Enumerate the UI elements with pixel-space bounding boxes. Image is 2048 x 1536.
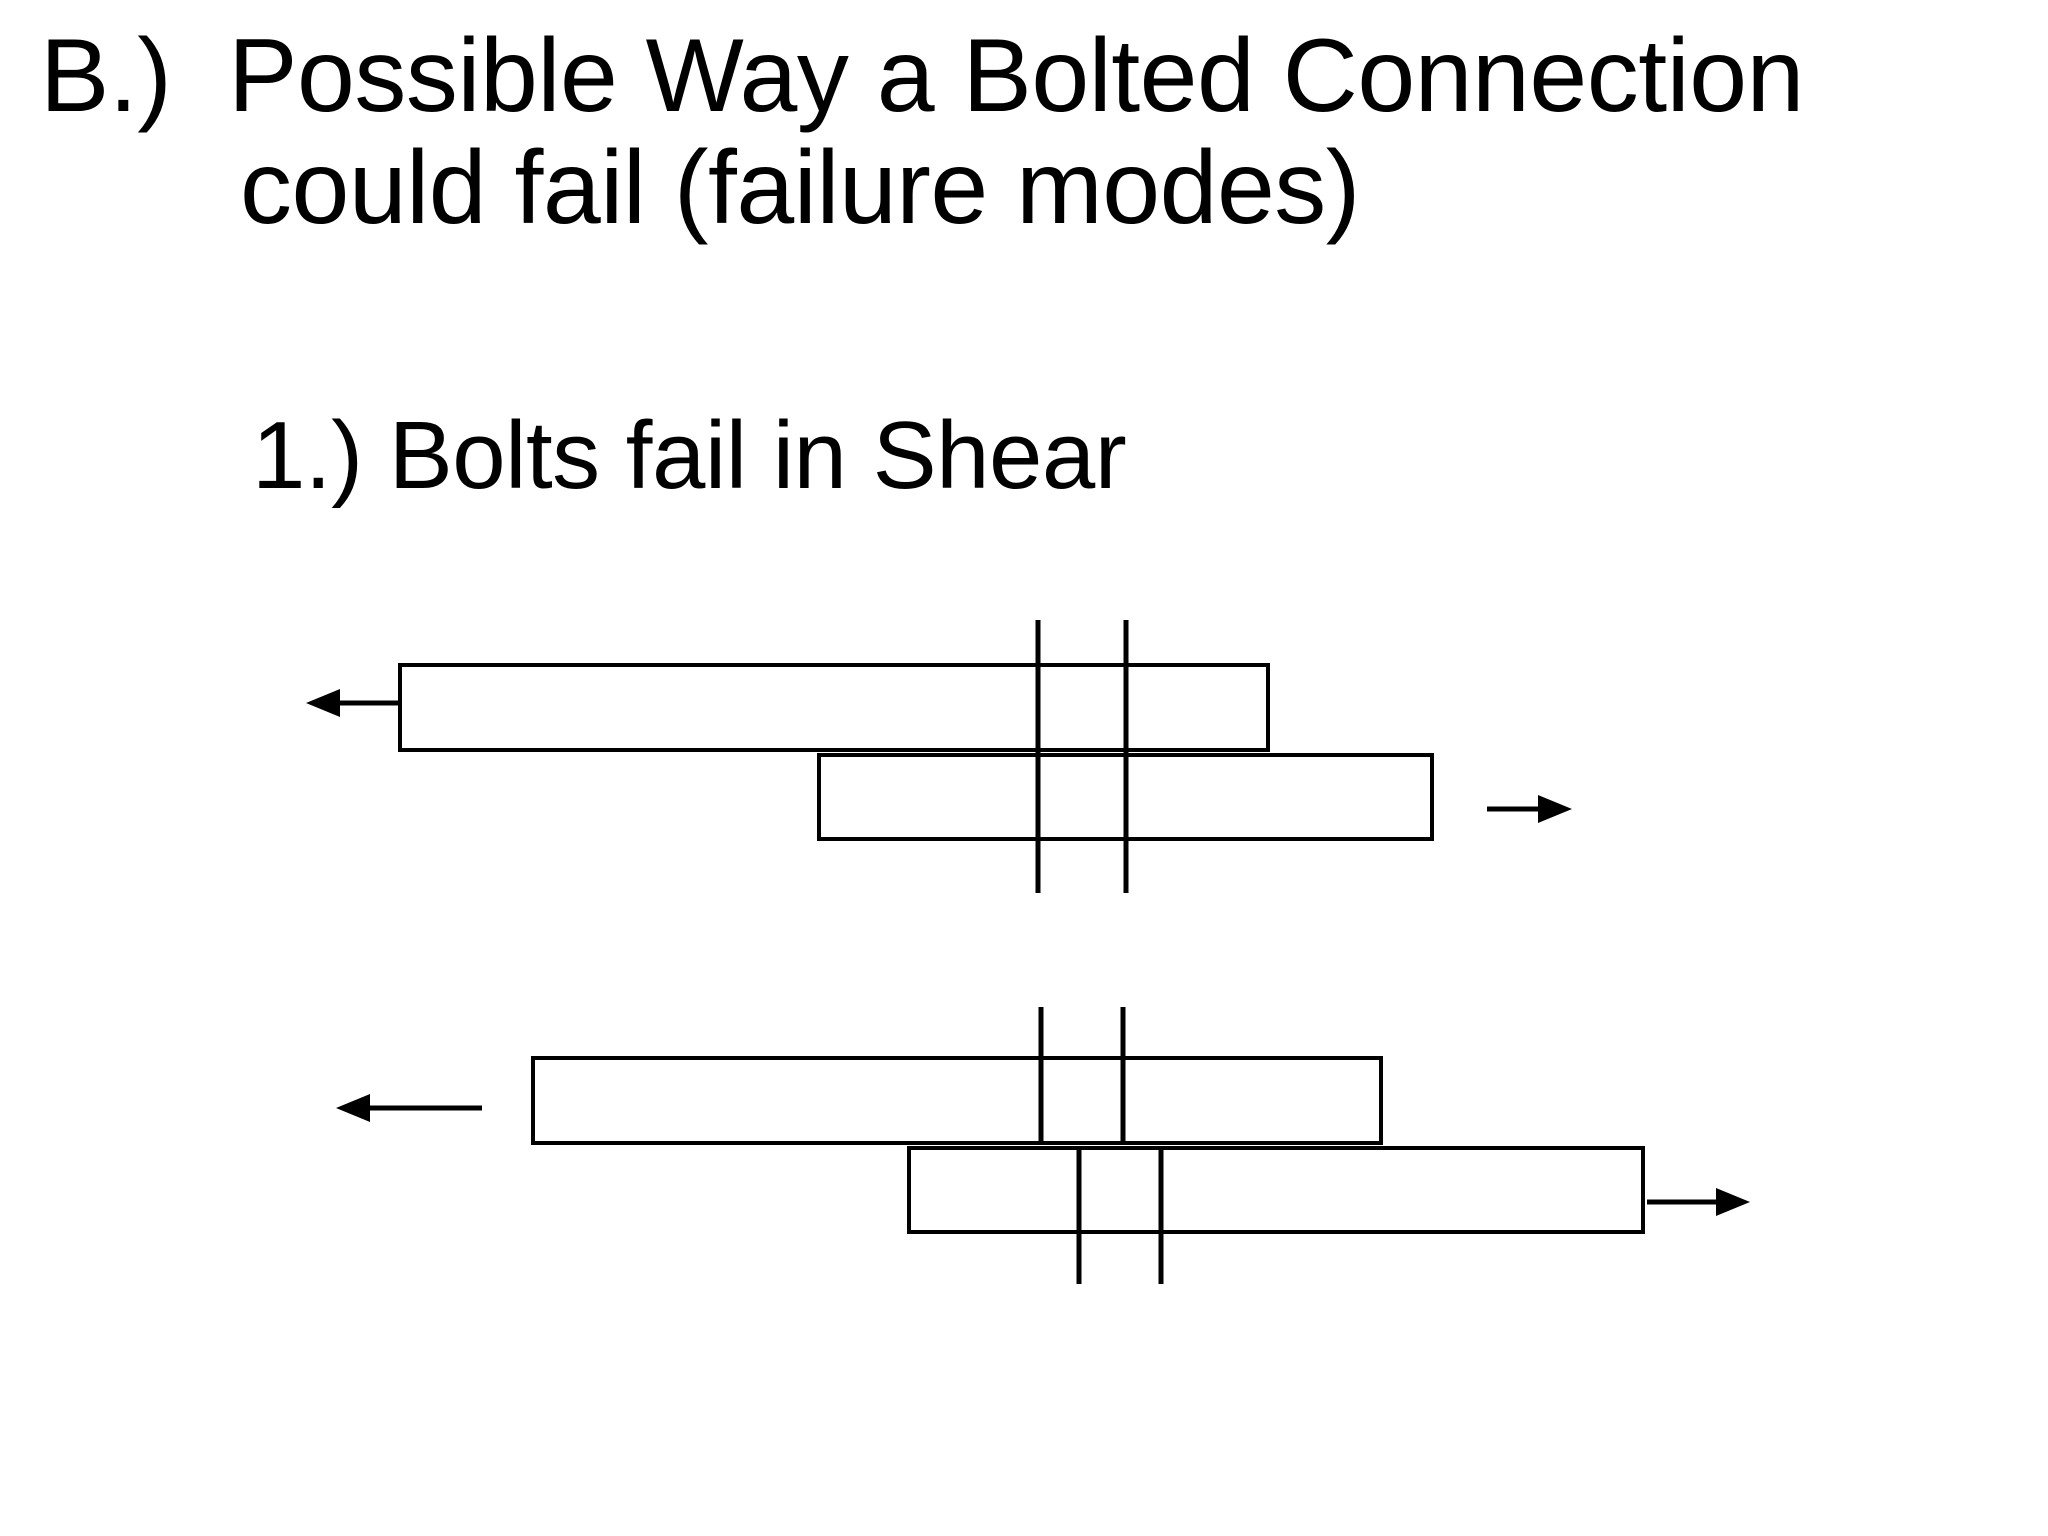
title-line-2: could fail (failure modes) — [240, 130, 1360, 246]
subtitle: 1.) Bolts fail in Shear — [252, 402, 1127, 509]
load-arrow-right-icon — [1487, 795, 1572, 823]
page-title: B.) Possible Way a Bolted Connection cou… — [40, 20, 1940, 244]
top-plate — [531, 1056, 1383, 1145]
subtitle-line-1: 1.) Bolts fail in Shear — [252, 402, 1127, 509]
figure-bolted-connection-intact — [306, 620, 1572, 893]
load-arrow-left-icon — [306, 689, 453, 717]
load-arrow-left-icon — [336, 1094, 482, 1122]
load-arrow-right-icon — [1647, 1188, 1750, 1216]
title-line-1: B.) Possible Way a Bolted Connection — [40, 18, 1804, 134]
top-plate — [398, 663, 1270, 752]
bottom-plate — [817, 753, 1434, 841]
figure-bolted-connection-sheared — [336, 1007, 1750, 1284]
bottom-plate — [907, 1146, 1645, 1234]
